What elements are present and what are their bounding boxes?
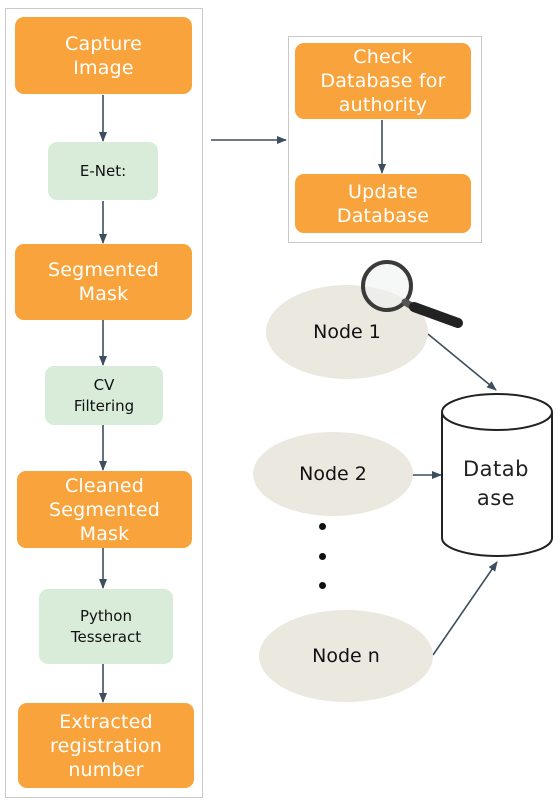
arrow-noden-to-database xyxy=(432,561,498,656)
node-1: Node 1 xyxy=(266,285,428,379)
arrow-node1-to-database xyxy=(427,333,497,391)
check-database-authority-step: Check Database for authority xyxy=(295,43,471,119)
cv-filtering-step: CV Filtering xyxy=(45,366,163,425)
database-cylinder xyxy=(441,393,553,557)
ellipsis-dot-1 xyxy=(319,523,326,530)
update-database-step: Update Database xyxy=(295,174,471,233)
segmented-mask-step: Segmented Mask xyxy=(15,244,192,320)
python-tesseract-step: Python Tesseract xyxy=(39,589,173,664)
extracted-registration-number-step: Extracted registration number xyxy=(18,703,194,788)
node-n: Node n xyxy=(259,610,433,702)
cleaned-segmented-mask-step: Cleaned Segmented Mask xyxy=(17,471,192,548)
capture-image-step: Capture Image xyxy=(15,17,192,94)
node-2: Node 2 xyxy=(253,432,413,516)
database-label: Datab ase xyxy=(463,457,529,510)
enet-step: E-Net: xyxy=(48,142,158,200)
ellipsis-dot-3 xyxy=(319,582,326,589)
ellipsis-dot-2 xyxy=(319,553,326,560)
